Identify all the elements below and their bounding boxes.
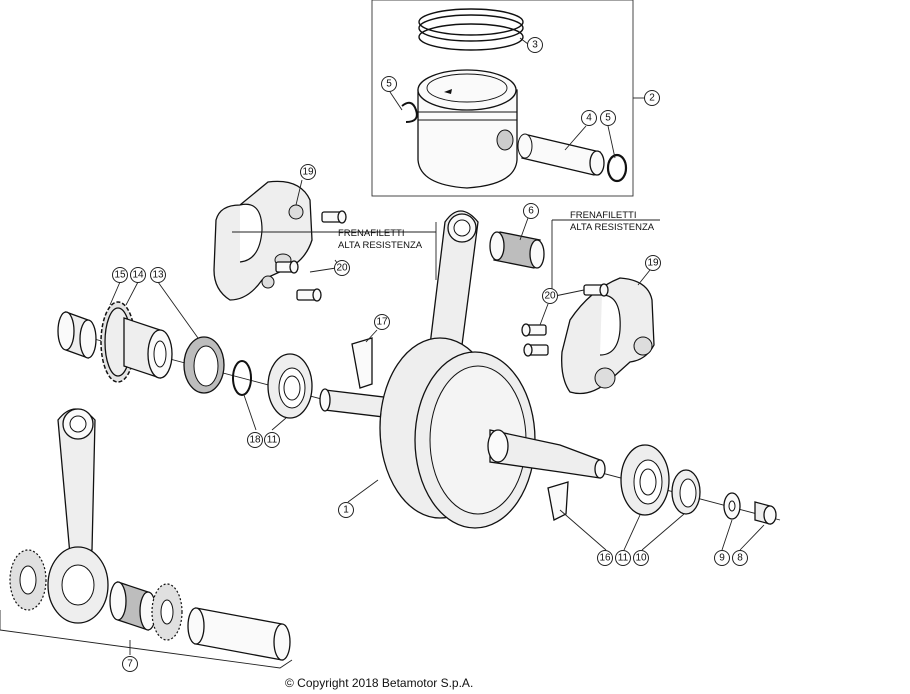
crankshaft-assembly xyxy=(319,337,606,529)
nut-8 xyxy=(754,501,777,525)
svg-text:11: 11 xyxy=(618,553,629,564)
note-left-line2: ALTA RESISTENZA xyxy=(338,240,423,251)
piston-pin xyxy=(517,133,605,176)
svg-text:18: 18 xyxy=(249,435,261,446)
callout-5-right: 5 xyxy=(600,110,616,126)
callout-10: 10 xyxy=(633,550,649,566)
copyright-footer: © Copyright 2018 Betamotor S.p.A. xyxy=(285,676,474,690)
callout-13: 13 xyxy=(150,267,166,283)
svg-text:6: 6 xyxy=(528,206,534,217)
svg-text:7: 7 xyxy=(127,659,133,670)
woodruff-key-17 xyxy=(351,337,373,389)
callout-3: 3 xyxy=(527,37,543,53)
svg-text:4: 4 xyxy=(586,113,592,124)
bolts-left xyxy=(275,210,347,302)
callout-2: 2 xyxy=(644,90,660,106)
svg-text:9: 9 xyxy=(719,553,725,564)
callout-20-left: 20 xyxy=(334,260,350,276)
needle-bearing-small-end xyxy=(489,231,545,269)
svg-text:13: 13 xyxy=(152,270,164,281)
svg-text:15: 15 xyxy=(114,270,126,281)
svg-text:3: 3 xyxy=(532,40,538,51)
svg-text:1: 1 xyxy=(343,505,349,516)
spacer-10 xyxy=(671,469,701,515)
o-ring-18 xyxy=(232,360,252,396)
crank-half-right xyxy=(561,277,655,395)
svg-text:10: 10 xyxy=(635,553,647,564)
callout-5-left: 5 xyxy=(381,76,397,92)
note-right-line1: FRENAFILETTI xyxy=(570,210,637,221)
svg-text:5: 5 xyxy=(386,79,392,90)
callout-14: 14 xyxy=(130,267,146,283)
callout-9: 9 xyxy=(714,550,730,566)
svg-text:5: 5 xyxy=(605,113,611,124)
woodruff-key-16 xyxy=(547,481,569,521)
gear-14 xyxy=(100,301,173,383)
callout-18: 18 xyxy=(247,432,263,448)
note-left-line1: FRENAFILETTI xyxy=(338,228,405,239)
thrust-washer-left xyxy=(9,549,47,611)
crank-pin xyxy=(187,607,291,661)
svg-text:11: 11 xyxy=(267,435,278,446)
thrust-washer-right xyxy=(151,583,183,641)
callout-7: 7 xyxy=(122,656,138,672)
needle-bearing-big-end xyxy=(109,581,157,631)
washer-9 xyxy=(723,492,741,520)
bearing-11-right xyxy=(620,444,670,516)
con-rod-kit xyxy=(47,408,109,624)
note-threadlocker-left: FRENAFILETTI ALTA RESISTENZA xyxy=(232,222,437,280)
callout-19-right: 19 xyxy=(645,255,661,271)
piston-rings xyxy=(418,8,524,51)
callout-8: 8 xyxy=(732,550,748,566)
callout-15: 15 xyxy=(112,267,128,283)
svg-text:2: 2 xyxy=(649,93,655,104)
note-right-line2: ALTA RESISTENZA xyxy=(570,222,655,233)
svg-text:20: 20 xyxy=(544,291,556,302)
svg-text:19: 19 xyxy=(302,167,314,178)
bushing-15 xyxy=(57,311,97,359)
bearing-11-left xyxy=(267,353,313,419)
callout-19-left: 19 xyxy=(300,164,316,180)
piston xyxy=(417,69,518,189)
callout-6: 6 xyxy=(523,203,539,219)
note-threadlocker-right: FRENAFILETTI ALTA RESISTENZA xyxy=(551,210,660,290)
svg-text:20: 20 xyxy=(336,263,348,274)
leader-lines xyxy=(109,37,765,655)
svg-text:19: 19 xyxy=(647,258,659,269)
svg-text:14: 14 xyxy=(132,270,144,281)
oil-seal-13 xyxy=(183,336,225,394)
callout-16: 16 xyxy=(597,550,613,566)
circlip-left xyxy=(401,101,418,123)
bolts-right xyxy=(521,283,609,357)
svg-text:17: 17 xyxy=(376,317,388,328)
crank-half-left xyxy=(213,180,313,301)
svg-text:8: 8 xyxy=(737,553,743,564)
callout-11-left: 11 xyxy=(264,432,280,448)
callout-1: 1 xyxy=(338,502,354,518)
callout-4: 4 xyxy=(581,110,597,126)
callout-20-right: 20 xyxy=(542,288,558,304)
svg-text:16: 16 xyxy=(599,553,611,564)
callout-11-right: 11 xyxy=(615,550,631,566)
circlip-right xyxy=(606,153,628,183)
callout-17: 17 xyxy=(374,314,390,330)
